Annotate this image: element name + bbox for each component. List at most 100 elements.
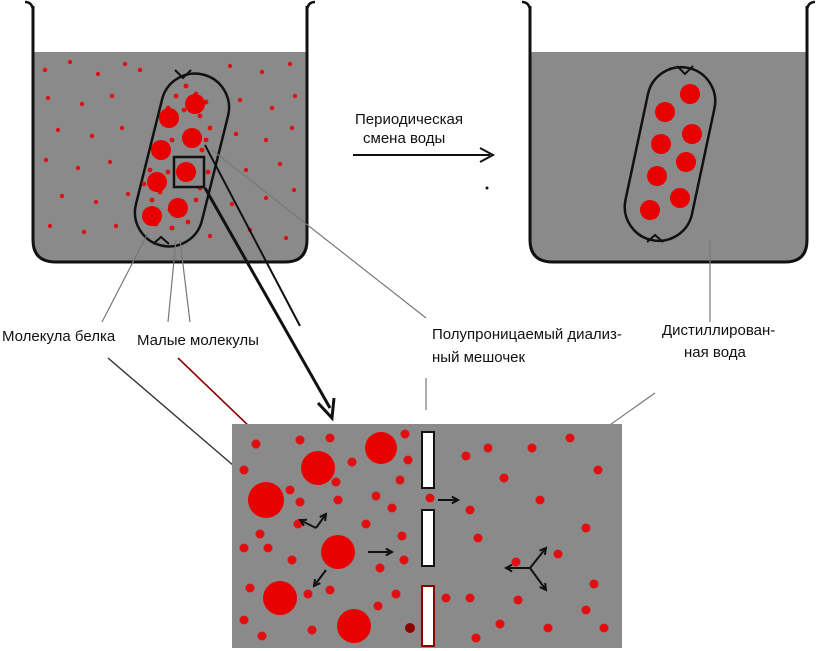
small-molecule (565, 433, 575, 443)
protein-molecule (147, 172, 167, 192)
small-molecule (347, 457, 357, 467)
small-molecule (185, 219, 191, 225)
right-beaker (521, 0, 816, 264)
small-molecule (125, 191, 131, 197)
protein-molecule (301, 451, 335, 485)
small-molecule (543, 623, 553, 633)
small-molecule (149, 197, 155, 203)
right-dialysis-bag (623, 65, 717, 243)
left-beaker (24, 0, 316, 264)
small-molecule (239, 615, 249, 625)
protein-molecule (365, 432, 397, 464)
small-molecule (181, 107, 187, 113)
small-molecule (581, 605, 591, 615)
small-molecule (403, 455, 413, 465)
protein-molecule (640, 200, 660, 220)
small-molecule (173, 93, 179, 99)
right-bag-tie-bottom (646, 233, 664, 243)
small-molecule (361, 519, 371, 529)
small-molecule (199, 147, 205, 153)
small-molecule (95, 71, 101, 77)
small-molecule (399, 555, 409, 565)
small-molecule (237, 97, 243, 103)
small-molecule (400, 429, 410, 439)
membrane-label-line1: Полупроницаемый диализ- (432, 326, 622, 343)
small-molecule (527, 443, 537, 453)
small-molecule (42, 67, 48, 73)
small-molecule (289, 125, 295, 131)
small-molecule (263, 543, 273, 553)
protein-molecule (159, 108, 179, 128)
leader-membrane (211, 149, 427, 319)
small-molecule (239, 543, 249, 553)
small-molecule (45, 95, 51, 101)
zoom-protein-molecules (248, 432, 397, 643)
small-molecule (511, 557, 521, 567)
protein-molecule (142, 206, 162, 226)
small-molecule (183, 83, 189, 89)
zoom-box (172, 155, 206, 189)
motion-arrow-icon (298, 518, 317, 529)
small-molecule (581, 523, 591, 533)
small-molecule (255, 529, 265, 539)
protein-molecule (168, 198, 188, 218)
small-molecule (169, 225, 175, 231)
left-dialysis-bag (133, 69, 231, 248)
membrane-label-line2: ный мешочек (432, 349, 526, 366)
small-molecule (193, 197, 199, 203)
small-molecule (81, 229, 87, 235)
small-molecule (263, 137, 269, 143)
small-molecule (205, 169, 211, 175)
protein-molecule (670, 188, 690, 208)
bag-protein-molecules (142, 94, 205, 226)
protein-molecule (680, 84, 700, 104)
small-molecule (371, 491, 381, 501)
small-molecule (291, 187, 297, 193)
process-label-line1: Периодическая (355, 111, 464, 128)
small-molecule (75, 165, 81, 171)
small-molecule (229, 201, 235, 207)
protein-molecule (655, 102, 675, 122)
small-molecule (333, 495, 343, 505)
small-molecule (107, 159, 113, 165)
motion-arrow-icon (315, 512, 328, 529)
protein-molecule (676, 152, 696, 172)
motion-arrow-icon (438, 495, 461, 505)
protein-molecule (651, 134, 671, 154)
small-molecule (233, 131, 239, 137)
zoom-small-molecules (239, 429, 609, 643)
small-molecule (287, 555, 297, 565)
protein-molecule (321, 535, 355, 569)
small-molecule (325, 585, 335, 595)
small-molecule (245, 583, 255, 593)
small-molecule (55, 127, 61, 133)
small-molecule (405, 623, 415, 633)
small-molecule (269, 105, 275, 111)
small-molecule (375, 563, 385, 573)
small-molecule (465, 593, 475, 603)
motion-arrow-icon (503, 563, 530, 573)
small-molecule (239, 465, 249, 475)
water-label-line2: ная вода (684, 344, 746, 361)
small-molecule (307, 625, 317, 635)
right-bag-tie-top (676, 65, 694, 76)
protein-molecule (151, 140, 171, 160)
motion-arrow-icon (529, 567, 548, 592)
zoom-leader-a (204, 144, 301, 327)
small-molecule (391, 589, 401, 599)
membrane-segment-1 (421, 431, 435, 489)
small-molecule (397, 531, 407, 541)
small-molecule (535, 495, 545, 505)
small-molecule (285, 485, 295, 495)
small-molecule (119, 125, 125, 131)
small-molecule (67, 59, 73, 65)
right-bag-outline (623, 65, 717, 243)
small-molecule (251, 439, 261, 449)
protein-molecule (647, 166, 667, 186)
small-molecule (589, 579, 599, 589)
small-molecule (207, 125, 213, 131)
small-molecule (513, 595, 523, 605)
small-molecule (93, 199, 99, 205)
process-label-line2: смена воды (363, 130, 446, 147)
right-arrow-icon (353, 147, 496, 163)
